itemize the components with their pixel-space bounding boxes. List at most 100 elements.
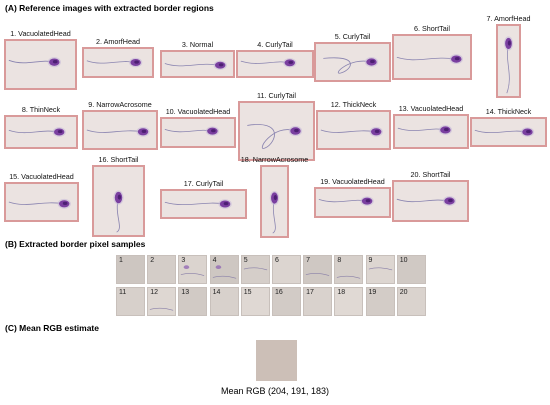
sample-number: 1 [119,257,123,264]
border-sample-patch: 15 [240,287,270,316]
sample-number: 14 [212,289,221,296]
border-sample-patch: 10 [396,255,426,284]
sample-number: 17 [306,289,314,296]
border-sample-patch: 9 [365,255,395,284]
reference-image-label: 11. CurlyTail [256,91,296,100]
reference-image-label: 3. Normal [181,40,214,49]
reference-image-9: 9. NarrowAcrosome [82,100,158,150]
bordered-micrograph [160,117,236,148]
border-sample-patch: 14 [209,287,239,316]
sample-number: 13 [181,289,190,296]
bordered-micrograph [392,180,469,222]
reference-image-label: 6. ShortTail [414,24,450,33]
sample-number: 6 [274,257,279,264]
reference-image-1: 1. VacuolatedHead [4,29,77,90]
reference-image-label: 10. VacuolatedHead [165,107,231,116]
section-b-title: (B) Extracted border pixel samples [5,239,146,249]
sample-number: 15 [243,289,252,296]
reference-image-label: 9. NarrowAcrosome [88,100,152,109]
reference-image-7: 7. AmorfHead [487,14,530,98]
border-sample-patch: 5 [240,255,270,284]
sample-number: 8 [337,257,342,264]
border-sample-patch: 19 [365,287,395,316]
bordered-micrograph [82,47,154,78]
border-sample-patch: 8 [334,255,364,284]
section-c-title: (C) Mean RGB estimate [5,323,99,333]
bordered-micrograph [160,189,247,219]
reference-image-label: 2. AmorfHead [96,37,140,46]
reference-image-label: 7. AmorfHead [486,14,531,23]
border-sample-patch: 2 [147,255,177,284]
reference-image-4: 4. CurlyTail [236,40,314,78]
reference-image-label: 14. ThickNeck [485,107,532,116]
reference-image-label: 20. ShortTail [410,170,451,179]
bordered-micrograph [92,165,145,237]
bordered-micrograph [260,165,289,238]
reference-image-8: 8. ThinNeck [4,105,78,149]
reference-image-label: 4. CurlyTail [257,40,293,49]
border-sample-patch: 3 [178,255,208,284]
reference-image-11: 11. CurlyTail [238,91,315,161]
sample-number: 19 [368,289,377,296]
mean-rgb-label: Mean RGB (204, 191, 183) [220,386,330,396]
bordered-micrograph [238,101,315,161]
bordered-micrograph [4,115,78,149]
border-sample-patch: 11 [116,287,145,316]
reference-image-15: 15. VacuolatedHead [4,172,79,222]
border-sample-patch: 20 [396,287,426,316]
bordered-micrograph [316,110,391,150]
reference-image-2: 2. AmorfHead [82,37,154,78]
border-sample-patch: 7 [303,255,333,284]
bordered-micrograph [236,50,314,78]
sample-number: 9 [368,257,373,264]
reference-image-16: 16. ShortTail [92,155,145,237]
sample-number: 4 [212,257,217,264]
bordered-micrograph [392,34,472,80]
border-sample-patch: 18 [334,287,364,316]
reference-image-label: 12. ThickNeck [330,100,377,109]
reference-image-17: 17. CurlyTail [160,179,247,219]
reference-image-6: 6. ShortTail [392,24,472,80]
reference-image-14: 14. ThickNeck [470,107,547,147]
bordered-micrograph [160,50,235,78]
reference-image-19: 19. VacuolatedHead [314,177,391,218]
bordered-micrograph [82,110,158,150]
bordered-micrograph [4,182,79,222]
border-sample-patch: 12 [147,287,177,316]
sample-number: 2 [150,257,155,264]
reference-image-3: 3. Normal [160,40,235,78]
reference-image-5: 5. CurlyTail [314,32,391,82]
border-sample-patch: 13 [178,287,208,316]
sample-number: 16 [274,289,283,296]
sample-number: 20 [399,289,408,296]
reference-image-20: 20. ShortTail [392,170,469,222]
bordered-micrograph [496,24,521,98]
border-sample-patch: 1 [116,255,145,284]
sample-number: 7 [306,257,311,264]
reference-image-label: 1. VacuolatedHead [10,29,71,38]
border-sample-patch: 6 [271,255,301,284]
reference-image-label: 18. NarrowAcrosome [240,155,309,164]
reference-image-label: 17. CurlyTail [183,179,224,188]
sample-number: 5 [243,257,248,264]
reference-image-18: 18. NarrowAcrosome [241,155,308,238]
reference-image-label: 15. VacuolatedHead [9,172,74,181]
bordered-micrograph [314,42,391,82]
bordered-micrograph [314,187,391,218]
reference-image-label: 13. VacuolatedHead [398,104,464,113]
reference-image-label: 16. ShortTail [98,155,139,164]
border-sample-patch: 4 [209,255,239,284]
bordered-micrograph [470,117,547,147]
sample-number: 3 [181,257,186,264]
border-sample-patch: 17 [303,287,333,316]
sample-number: 10 [399,257,408,264]
reference-image-label: 5. CurlyTail [334,32,371,41]
border-sample-patch: 16 [271,287,301,316]
bordered-micrograph [4,39,77,90]
reference-image-12: 12. ThickNeck [316,100,391,150]
mean-rgb-swatch [256,340,297,381]
reference-image-label: 19. VacuolatedHead [320,177,385,186]
bordered-micrograph [393,114,469,149]
sample-number: 12 [150,289,158,296]
